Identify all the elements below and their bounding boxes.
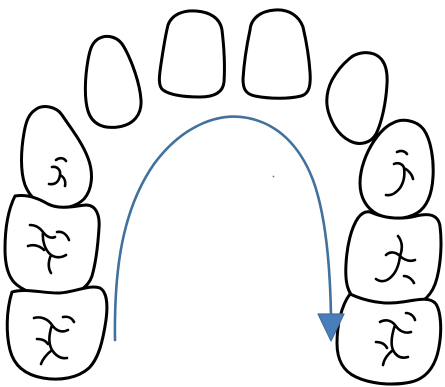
left-first-molar-icon [5,195,99,296]
arch-arrow-icon [115,117,344,341]
upper-right-central-incisor-icon [243,10,310,98]
right-first-molar-icon [346,212,441,309]
arrow-speck-icon [273,176,275,178]
right-posterior-teeth [337,120,441,384]
upper-right-lateral-incisor-icon [327,53,387,144]
left-posterior-teeth [5,107,107,380]
upper-left-central-incisor-icon [159,11,224,97]
left-premolar-icon [22,107,92,209]
right-second-molar-icon [337,294,441,384]
incisor-group [85,10,387,144]
arch-arrow-curve [115,117,331,340]
left-second-molar-icon [7,287,107,379]
upper-left-lateral-incisor-icon [85,36,141,127]
